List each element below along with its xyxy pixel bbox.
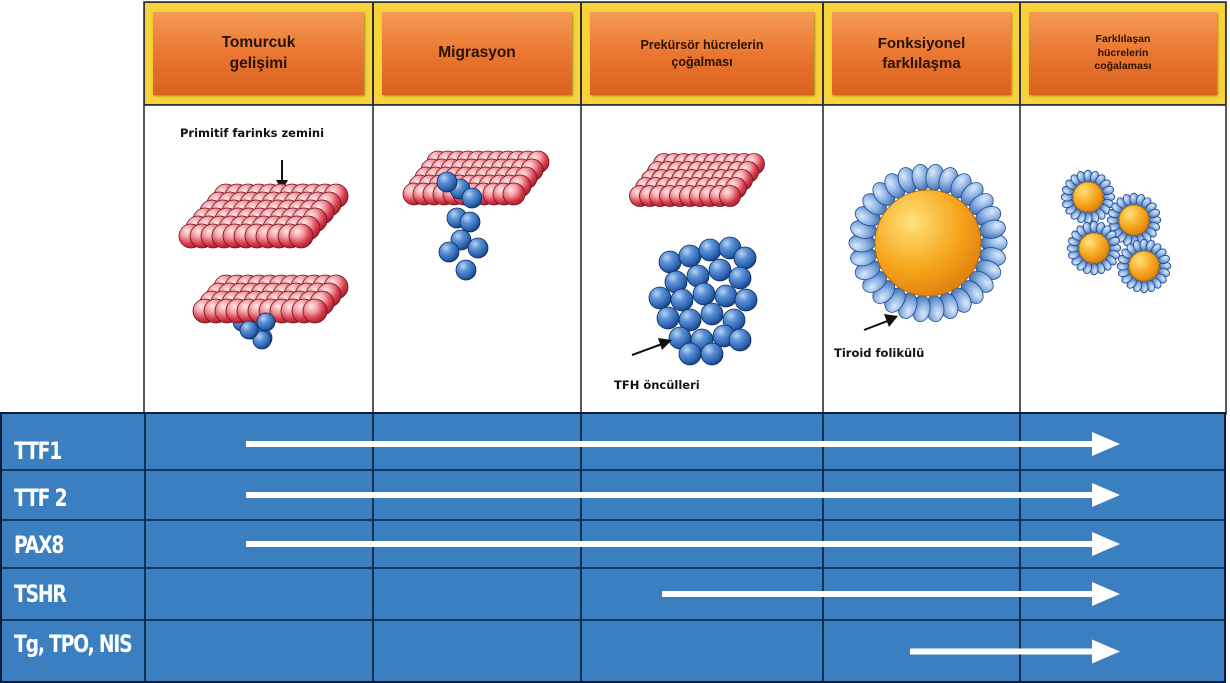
gene-label-pax8: PAX8	[14, 531, 63, 559]
gene-label-ttf1: TTF1	[14, 437, 61, 465]
gene-label-tshr: TSHR	[14, 580, 66, 608]
gene-label-tg-tpo-nis: Tg, TPO, NIS	[14, 630, 131, 658]
gene-label-ttf2: TTF 2	[14, 484, 66, 512]
gene-band-background	[0, 412, 1226, 683]
